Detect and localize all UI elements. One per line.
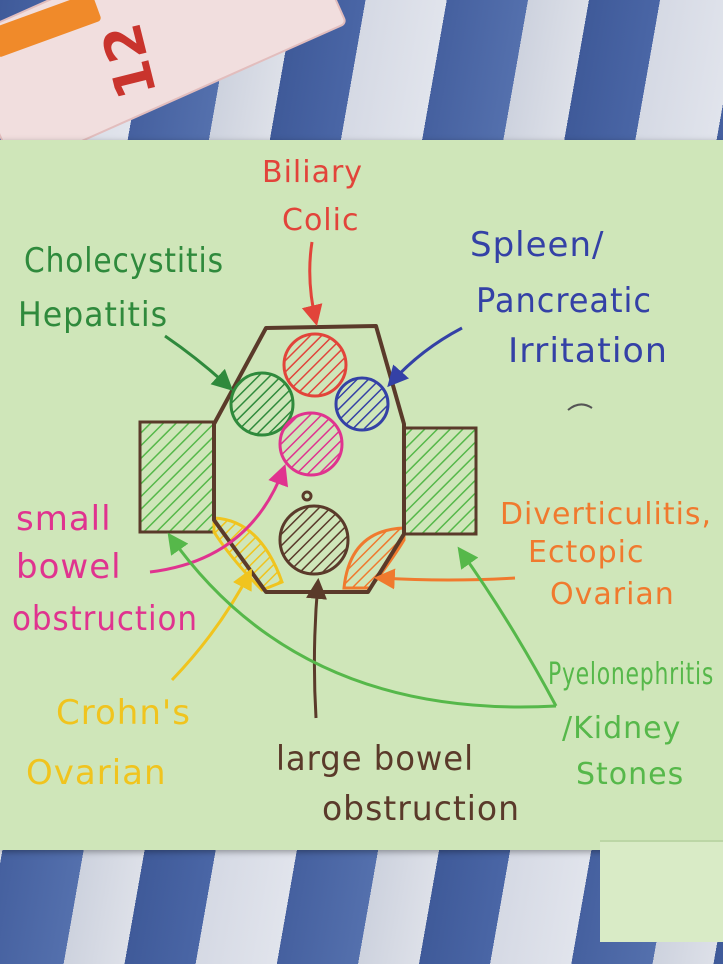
arrow-small-bowel [149, 464, 289, 574]
liver-circle [229, 371, 295, 437]
label-diverticulitis: Diverticulitis, Ectopic Ovarian [500, 497, 712, 612]
arrow-pyelo-left [167, 532, 557, 709]
label-cholecystitis: Cholecystitis Hepatitis [18, 241, 224, 335]
arrow-biliary [301, 241, 323, 327]
label-crohn-line2: Ovarian [26, 753, 167, 793]
lower-central-circle [278, 504, 350, 576]
label-biliary-line2: Colic [282, 203, 359, 238]
navel-dot [301, 490, 313, 502]
label-biliary: Biliary Colic [262, 155, 363, 238]
arrow-pyelo-right [457, 546, 558, 707]
label-pyelo-line3: Stones [576, 757, 684, 792]
sticky-note [0, 140, 723, 850]
label-small-line3: obstruction [12, 599, 198, 639]
label-crohn-line1: Crohn's [56, 693, 191, 733]
label-small-line1: small [16, 499, 112, 539]
arrow-large-bowel [306, 577, 327, 719]
label-spleen-line3: Irritation [508, 331, 668, 371]
arrow-diverticulitis [373, 568, 516, 590]
label-divert-line3: Ovarian [550, 577, 675, 612]
left-flank-region [138, 420, 216, 534]
label-spleen-line2: Pancreatic [476, 281, 652, 321]
label-spleen-line1: Spleen/ [470, 225, 604, 265]
label-divert-line1: Diverticulitis, [500, 497, 712, 532]
stray-mark [567, 403, 593, 411]
label-biliary-line1: Biliary [262, 155, 363, 190]
right-lower-region [342, 526, 406, 590]
label-pyelo-line2: /Kidney [562, 711, 681, 746]
biliary-circle [282, 332, 348, 398]
arrow-cholecystitis [164, 334, 234, 391]
label-chole-line1: Cholecystitis [24, 241, 224, 281]
right-flank-region [402, 426, 478, 536]
label-large-line2: obstruction [322, 789, 520, 829]
arrow-crohns [170, 568, 252, 682]
label-large-bowel: large bowel obstruction [276, 739, 520, 829]
label-small-line2: bowel [16, 547, 122, 587]
sticky-note-stack [600, 840, 723, 942]
label-large-line1: large bowel [276, 739, 474, 779]
label-chole-line2: Hepatitis [18, 295, 168, 335]
abdomen-outline [212, 324, 406, 594]
arrow-spleen [387, 326, 463, 388]
label-pyelo-line1: Pyelonephritis [548, 657, 714, 692]
label-divert-line2: Ectopic [528, 535, 644, 570]
label-small-bowel: small bowel obstruction [12, 499, 198, 639]
spleen-circle [334, 376, 390, 432]
label-spleen: Spleen/ Pancreatic Irritation [470, 225, 668, 371]
umbilical-circle [278, 411, 344, 477]
label-crohns: Crohn's Ovarian [26, 693, 191, 793]
label-pyelonephritis: Pyelonephritis /Kidney Stones [548, 657, 714, 792]
